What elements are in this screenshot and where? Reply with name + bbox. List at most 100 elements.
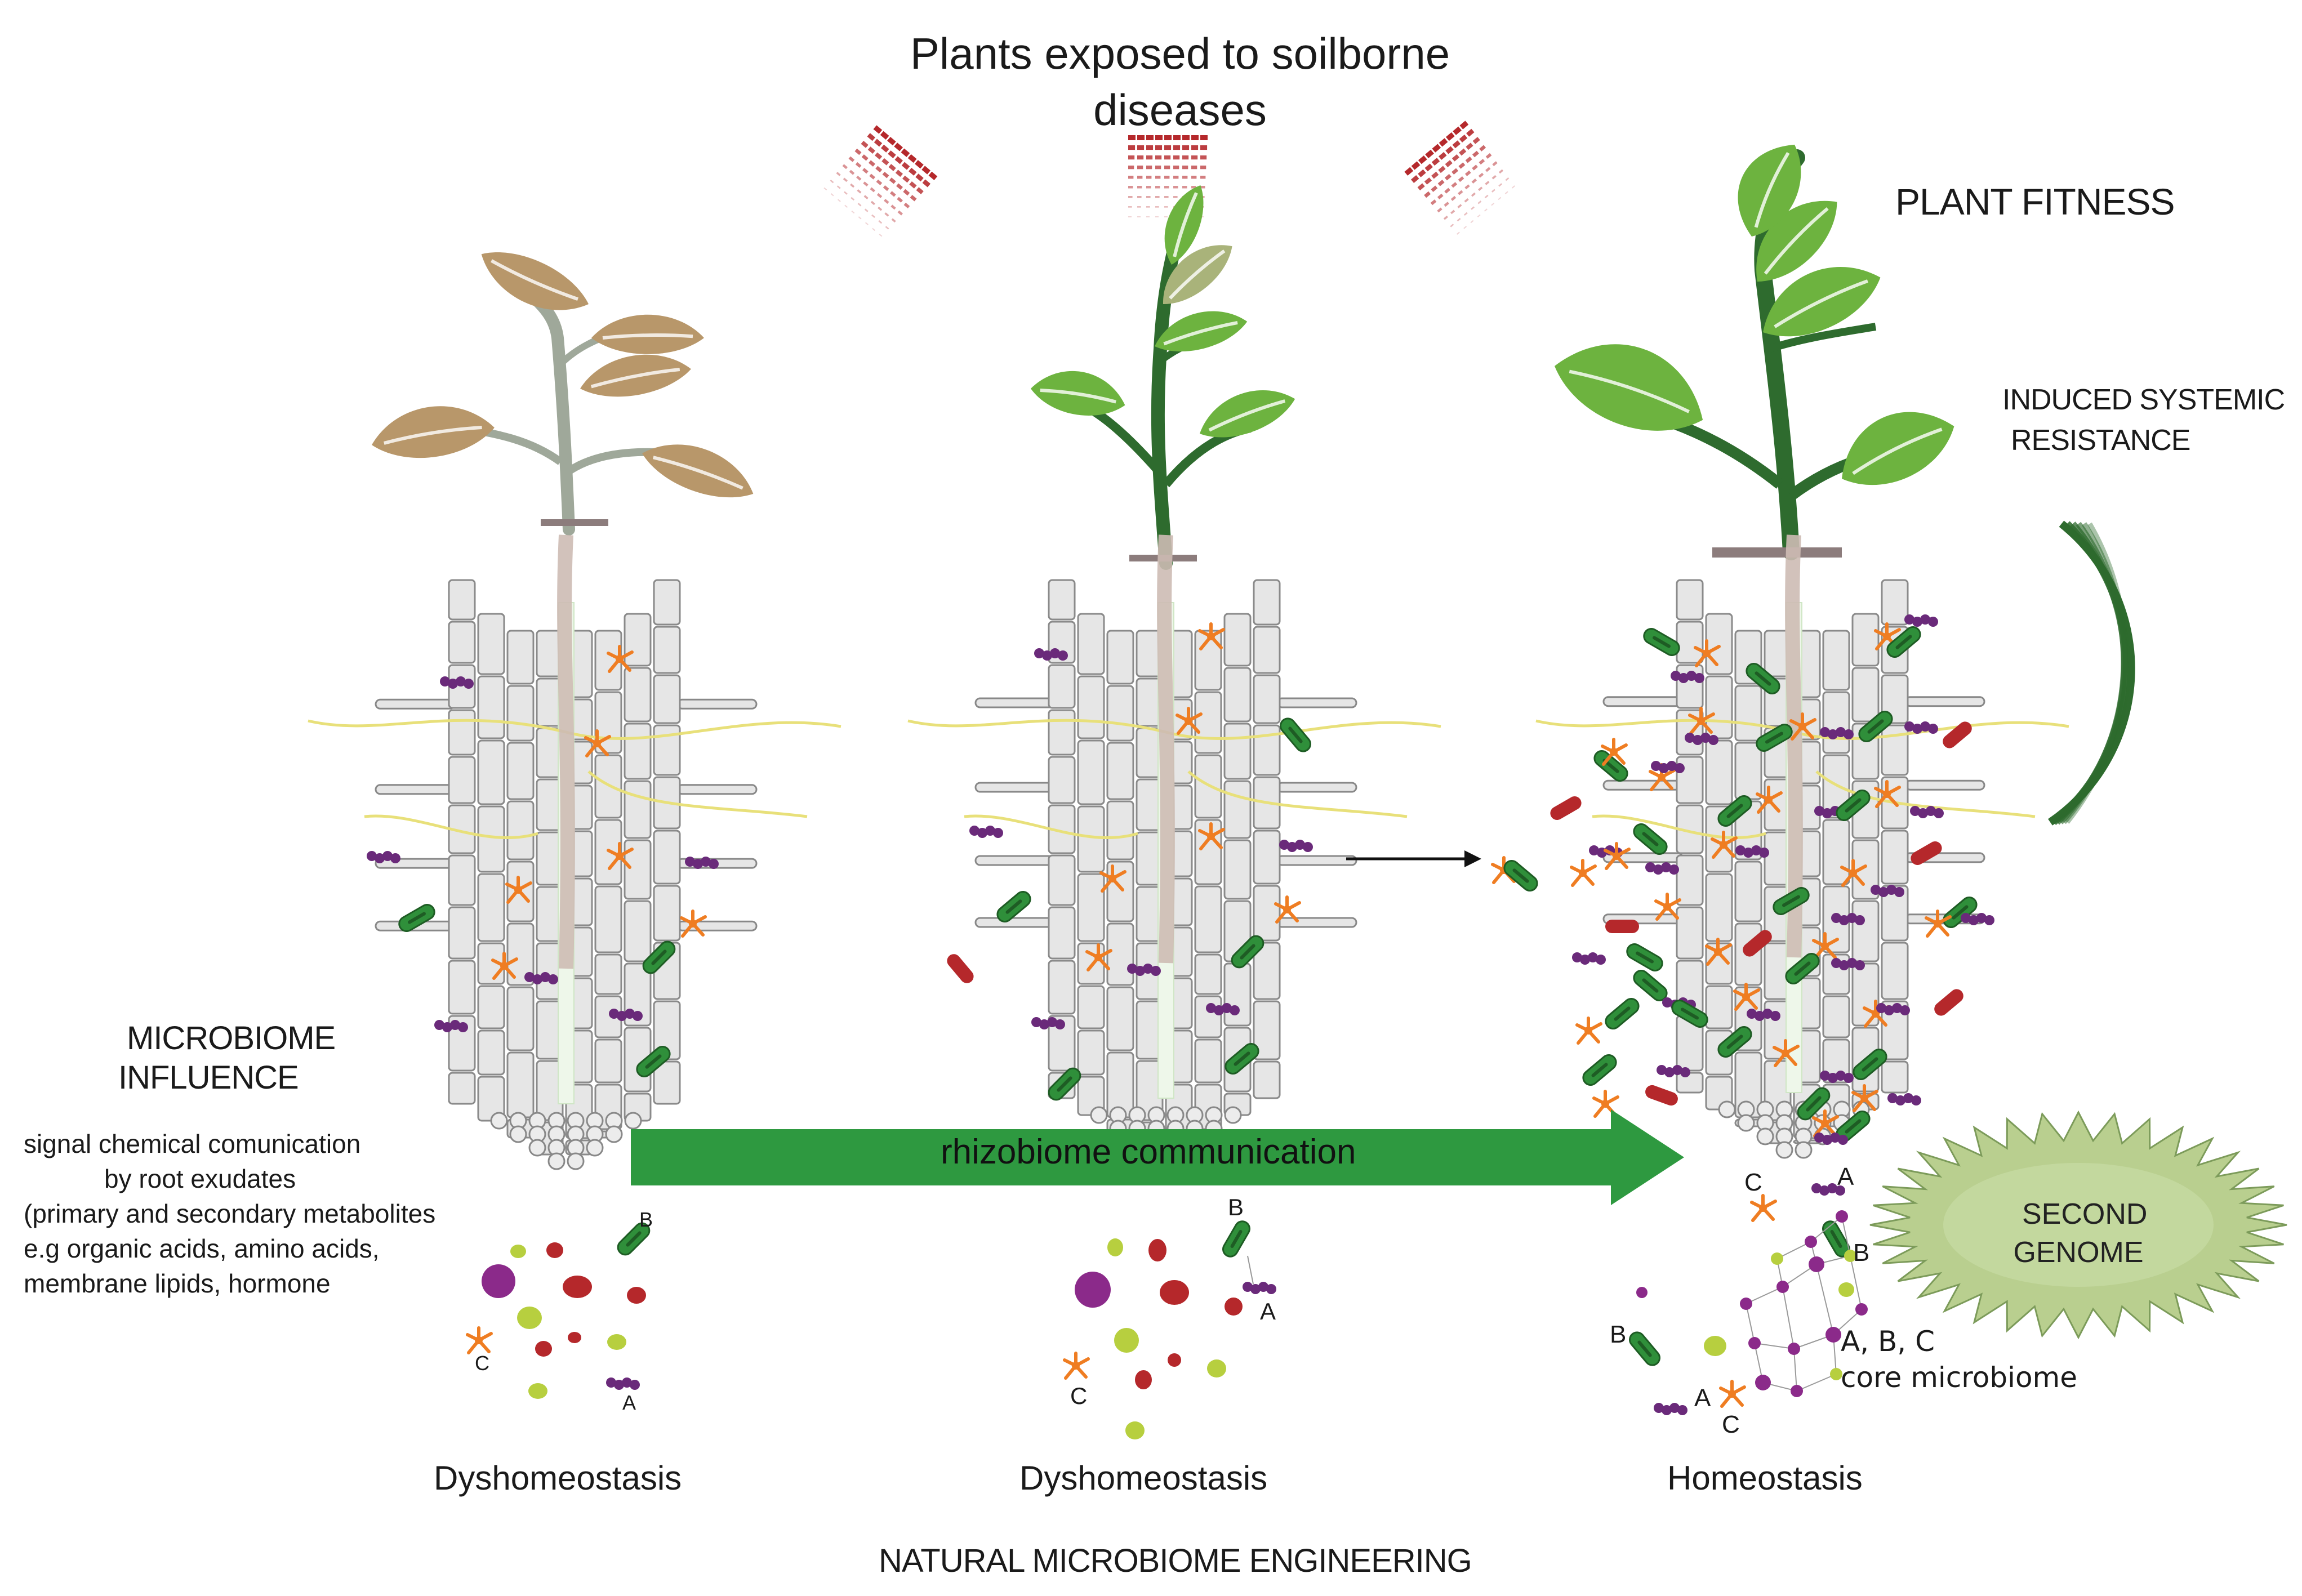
- p3-fungus-center: [1872, 1010, 1880, 1018]
- cluster3-link: [1810, 1216, 1842, 1242]
- p3-bacteria-b-core: [1845, 1119, 1862, 1134]
- root-1-cell: [594, 885, 622, 953]
- pathogen-signal-center-dot: [1146, 186, 1151, 189]
- p3-fungus: [1570, 859, 1597, 887]
- p3-bacteria-a-cell: [1918, 808, 1928, 818]
- cluster3-label-c-bottom: C: [1722, 1411, 1740, 1438]
- pathogen-signal-right-dot: [1459, 135, 1468, 142]
- root-3-cap-cell: [1775, 1141, 1793, 1159]
- p2-fungus: [1198, 822, 1225, 850]
- pathogen-signal-right-dot: [1437, 207, 1442, 213]
- root-2-cell: [1253, 626, 1281, 674]
- pathogen-signal-right-dot: [1464, 170, 1471, 176]
- p2-bacteria-a-cell: [1303, 842, 1313, 852]
- p3-bacteria-a-cell: [1694, 673, 1704, 683]
- pathogen-signal-right-dot: [1498, 169, 1504, 174]
- p3-bacteria-a: [1831, 958, 1865, 970]
- p3-bacteria-a: [1685, 733, 1718, 745]
- p3-fungus-center: [1742, 993, 1750, 1001]
- pathogen-signal-left-dot: [888, 150, 896, 159]
- root-1: [308, 534, 841, 1170]
- exudates-line4: e.g organic acids, amino acids,: [24, 1234, 380, 1263]
- pathogen-signal-center-dot: [1164, 155, 1171, 160]
- cluster3-link: [1841, 1216, 1851, 1256]
- p3-pathogen: [1550, 796, 1582, 820]
- root-1-cell: [624, 667, 652, 723]
- root-1-cell: [477, 805, 505, 873]
- pathogen-signal-right-dot: [1464, 198, 1469, 203]
- pathogen-signal-left-dot: [928, 171, 938, 180]
- pathogen-signal-left-dot: [882, 171, 889, 179]
- root-3-cell: [1822, 630, 1850, 691]
- p1-bacteria-a-cell: [390, 853, 400, 863]
- pathogen-signal-center-dot: [1191, 186, 1196, 189]
- root-3-cell: [1676, 621, 1704, 664]
- p2-bacteria-a-cell: [1058, 650, 1068, 661]
- pathogen-signal-left-dot: [903, 202, 910, 209]
- pathogen-signal-right-dot: [1457, 204, 1462, 208]
- plant3-leaf-1-vein: [1569, 369, 1690, 413]
- pathogen-signal-left-dot: [871, 214, 875, 219]
- pathogen-signal-center-dot: [1146, 166, 1152, 170]
- plant3-leaf-5: [1738, 144, 1801, 237]
- p3-bacteria-b-core: [1614, 1006, 1631, 1021]
- root-2-taproot: [1157, 534, 1175, 964]
- cluster2-metabolite: [1107, 1238, 1123, 1256]
- pathogen-signal-right-dot: [1484, 194, 1489, 199]
- p3-fungus-center: [1720, 841, 1727, 849]
- p2-bacteria-a-cell: [985, 826, 995, 836]
- pathogen-signal-left-dot: [922, 179, 931, 188]
- p2-fungus-hyphae: [1176, 707, 1203, 735]
- p3-bacteria-b: [1853, 1049, 1887, 1080]
- pathogen-signal-center-dot: [1146, 216, 1150, 217]
- p1-bacteria-a-cell: [625, 1009, 635, 1019]
- p3-bacteria-a-cell: [1926, 806, 1936, 816]
- pathogen-signal-center-dot: [1164, 166, 1170, 170]
- root-2-cell: [1106, 986, 1134, 1051]
- induced-resistance-label-line1: INDUCED SYSTEMIC: [2002, 384, 2285, 416]
- root-2: [907, 534, 1441, 1165]
- p3-bacteria-a-cell: [1920, 721, 1930, 732]
- p1-fungus: [491, 952, 518, 980]
- pathogen-signal-right-dot: [1451, 168, 1459, 175]
- root-1-cap-cell: [624, 1112, 642, 1130]
- pathogen-signal-center-dot: [1155, 196, 1160, 198]
- pathogen-signal-right-dot: [1450, 224, 1454, 228]
- p3-fungus: [1733, 983, 1760, 1011]
- root-1-hair-right: [676, 698, 758, 710]
- p1-fungus-hyphae: [491, 952, 518, 980]
- p2-bacteria-a-cell: [1055, 1019, 1065, 1029]
- p3-pathogen: [1743, 930, 1772, 957]
- plant1-leaf-5: [481, 252, 589, 310]
- p3-bacteria-a-cell: [1657, 1065, 1667, 1075]
- root-2-cell: [1194, 953, 1222, 995]
- p3-fungus-hyphae: [1851, 1084, 1878, 1112]
- p3-fungus-hyphae: [1812, 1109, 1839, 1138]
- pathogen-signal-right-dot: [1471, 206, 1475, 210]
- p3-pathogen-body: [1645, 1085, 1678, 1106]
- root-2-cell: [1223, 780, 1252, 839]
- pathogen-signal-center-dot: [1128, 206, 1132, 208]
- p3-bacteria-a-cell: [1645, 862, 1655, 872]
- p3-pathogen-body: [1934, 989, 1963, 1016]
- pathogen-signal-center-dot: [1173, 196, 1178, 198]
- pathogen-signal-right-dot: [1498, 197, 1502, 200]
- p3-fungus-center: [1697, 717, 1705, 725]
- second-genome-label-line2: GENOME: [2013, 1236, 2144, 1269]
- cluster3-fungus-c-hyphae: [1750, 1194, 1777, 1222]
- root-2-cell: [1048, 1015, 1076, 1072]
- p1-bacteria-a-cell: [450, 1020, 460, 1030]
- rhizobiome-arrow-label: rhizobiome communication: [941, 1133, 1356, 1171]
- root-3-cell: [1881, 579, 1909, 626]
- cluster2-metabolite: [1135, 1370, 1152, 1389]
- pathogen-signal-left-dot: [875, 166, 883, 173]
- pathogen-signal-right-dot: [1445, 146, 1454, 154]
- p1-bacteria-a-cell: [540, 972, 550, 982]
- root-3-cell: [1822, 995, 1850, 1038]
- p3-bacteria-b: [1633, 970, 1668, 1001]
- cluster3-link: [1796, 1374, 1837, 1392]
- p3-bacteria-a-cell: [1747, 1009, 1757, 1019]
- p2-bacteria-a-cell: [1230, 1005, 1240, 1015]
- pathogen-signal-left-dot: [857, 189, 862, 194]
- pathogen-signal-right-dot: [1439, 138, 1448, 147]
